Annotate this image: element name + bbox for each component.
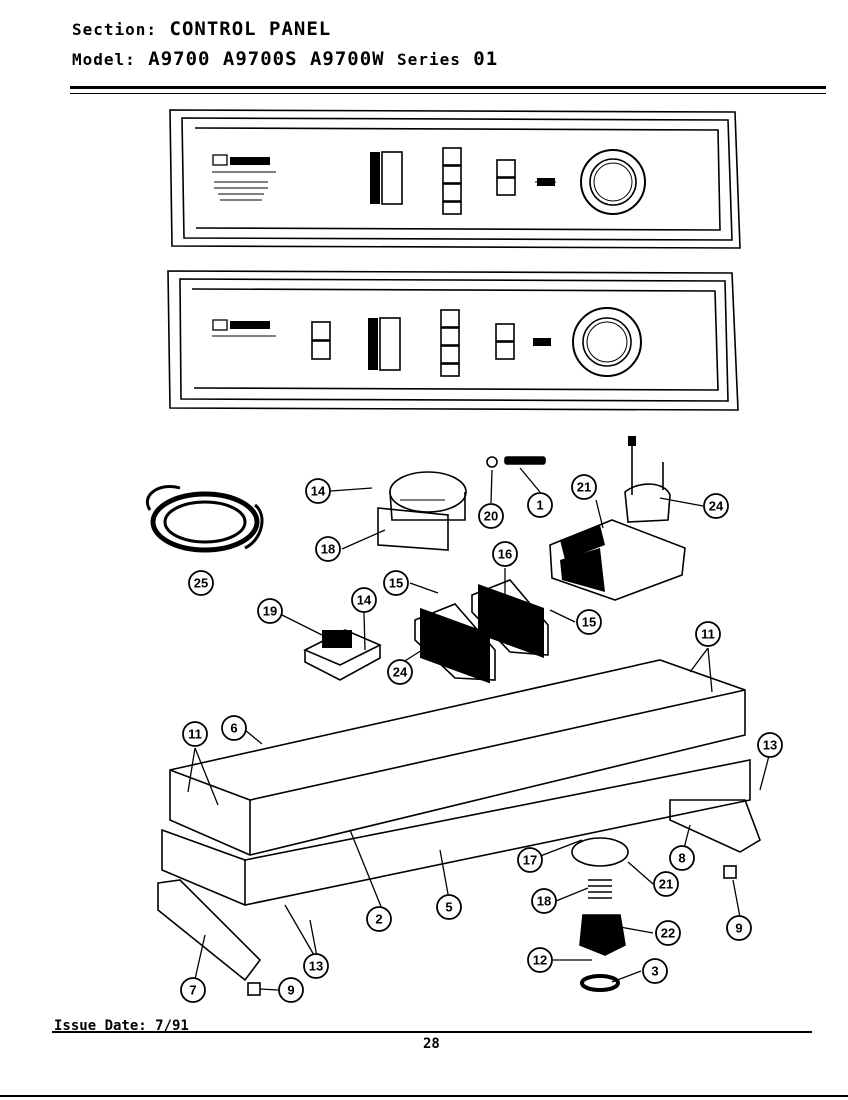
callout-label: 9 [735, 921, 742, 936]
callout-1 [527, 492, 553, 518]
end-bracket-part-8 [669, 799, 761, 853]
page-number: 28 [423, 1036, 440, 1052]
callout-14a [305, 478, 331, 504]
callout-9a [278, 977, 304, 1003]
callout-label: 1 [536, 498, 543, 513]
callout-label: 21 [577, 480, 591, 495]
spring-part-18 [588, 879, 612, 899]
callout-18a [315, 536, 341, 562]
callout-label: 11 [188, 727, 202, 742]
model-values: A9700 A9700S A9700W [148, 48, 385, 70]
issue-date: Issue Date: 7/91 [54, 1018, 189, 1034]
control-panel-front-view-1 [169, 109, 741, 249]
knob-part-22 [579, 914, 626, 956]
model-label: Model: [72, 50, 136, 69]
callout-label: 8 [678, 851, 685, 866]
section-title: Section: CONTROL PANEL [72, 18, 331, 40]
callout-24 [387, 659, 413, 685]
timer-assembly-part-20 [549, 436, 686, 601]
callout-label: 13 [763, 738, 777, 753]
series-value: 01 [473, 48, 499, 70]
callout-circles [180, 474, 783, 1003]
clip-part-9b [723, 865, 737, 879]
callout-label: 14 [357, 593, 372, 608]
callout-5 [436, 894, 462, 920]
callout-label: 11 [701, 627, 715, 642]
callout-4 [478, 503, 504, 529]
callout-label: 18 [537, 894, 551, 909]
callout-13b [303, 953, 329, 979]
callout-13a [757, 732, 783, 758]
callout-label: 7 [189, 983, 196, 998]
callout-label: 18 [321, 542, 335, 557]
callout-label: 13 [309, 959, 323, 974]
header-rule-bottom [70, 93, 826, 94]
part-4-ring [486, 456, 498, 468]
section-value: CONTROL PANEL [169, 18, 332, 40]
callout-11b [182, 721, 208, 747]
footer-rule [52, 1031, 812, 1033]
callout-label: 24 [393, 665, 408, 680]
callout-label: 5 [445, 900, 452, 915]
part-1-rod [504, 456, 546, 465]
callout-label: 9 [287, 983, 294, 998]
callout-12 [527, 947, 553, 973]
callout-label: 16 [498, 547, 512, 562]
pushbutton-switch-part-17 [471, 579, 549, 658]
page-bottom-rule [0, 1095, 848, 1097]
callout-3 [642, 958, 668, 984]
callout-label: 15 [389, 576, 403, 591]
switch-part-19 [303, 629, 382, 681]
timer-motor-part-18 [377, 471, 467, 551]
callout-label: 25 [194, 576, 208, 591]
callout-18b [531, 888, 557, 914]
skirt-part-3 [580, 974, 620, 992]
callout-15b [576, 609, 602, 635]
callout-22 [655, 920, 681, 946]
callout-25 [188, 570, 214, 596]
callout-6 [221, 715, 247, 741]
pushbutton-switch-part-24 [414, 603, 496, 684]
callout-label: 21 [659, 877, 673, 892]
section-label: Section: [72, 20, 158, 39]
callout-label: 3 [651, 964, 658, 979]
callout-21 [653, 871, 679, 897]
header-rule-top [70, 86, 826, 89]
console-chassis-part-2 [169, 659, 746, 856]
callout-9b [726, 915, 752, 941]
callout-23 [703, 493, 729, 519]
callout-15a [383, 570, 409, 596]
control-panel-front-view-2 [167, 270, 739, 411]
callout-label: 19 [263, 604, 277, 619]
callout-8 [669, 845, 695, 871]
model-line: Model: A9700 A9700S A9700W Series 01 [72, 48, 498, 70]
callout-17 [492, 541, 518, 567]
end-bracket-part-7 [157, 879, 262, 982]
callout-label: 17 [523, 853, 537, 868]
callout-11a [695, 621, 721, 647]
callout-2 [366, 906, 392, 932]
clip-part-9a [247, 982, 261, 996]
series-label: Series [397, 50, 461, 69]
callout-label: 15 [582, 615, 596, 630]
callout-16 [517, 847, 543, 873]
wire-harness-part-25 [146, 485, 264, 553]
callout-label: 12 [533, 953, 547, 968]
callout-label: 20 [484, 509, 498, 524]
callout-label: 14 [311, 484, 326, 499]
callout-20 [571, 474, 597, 500]
console-base-part-5 [161, 759, 751, 906]
callout-label: 2 [375, 912, 382, 927]
bracket-part-21 [571, 837, 629, 867]
callout-label: 24 [709, 499, 724, 514]
callout-14b [351, 587, 377, 613]
callout-label: 22 [661, 926, 675, 941]
callout-19 [257, 598, 283, 624]
callout-label: 6 [230, 721, 237, 736]
callout-7 [180, 977, 206, 1003]
